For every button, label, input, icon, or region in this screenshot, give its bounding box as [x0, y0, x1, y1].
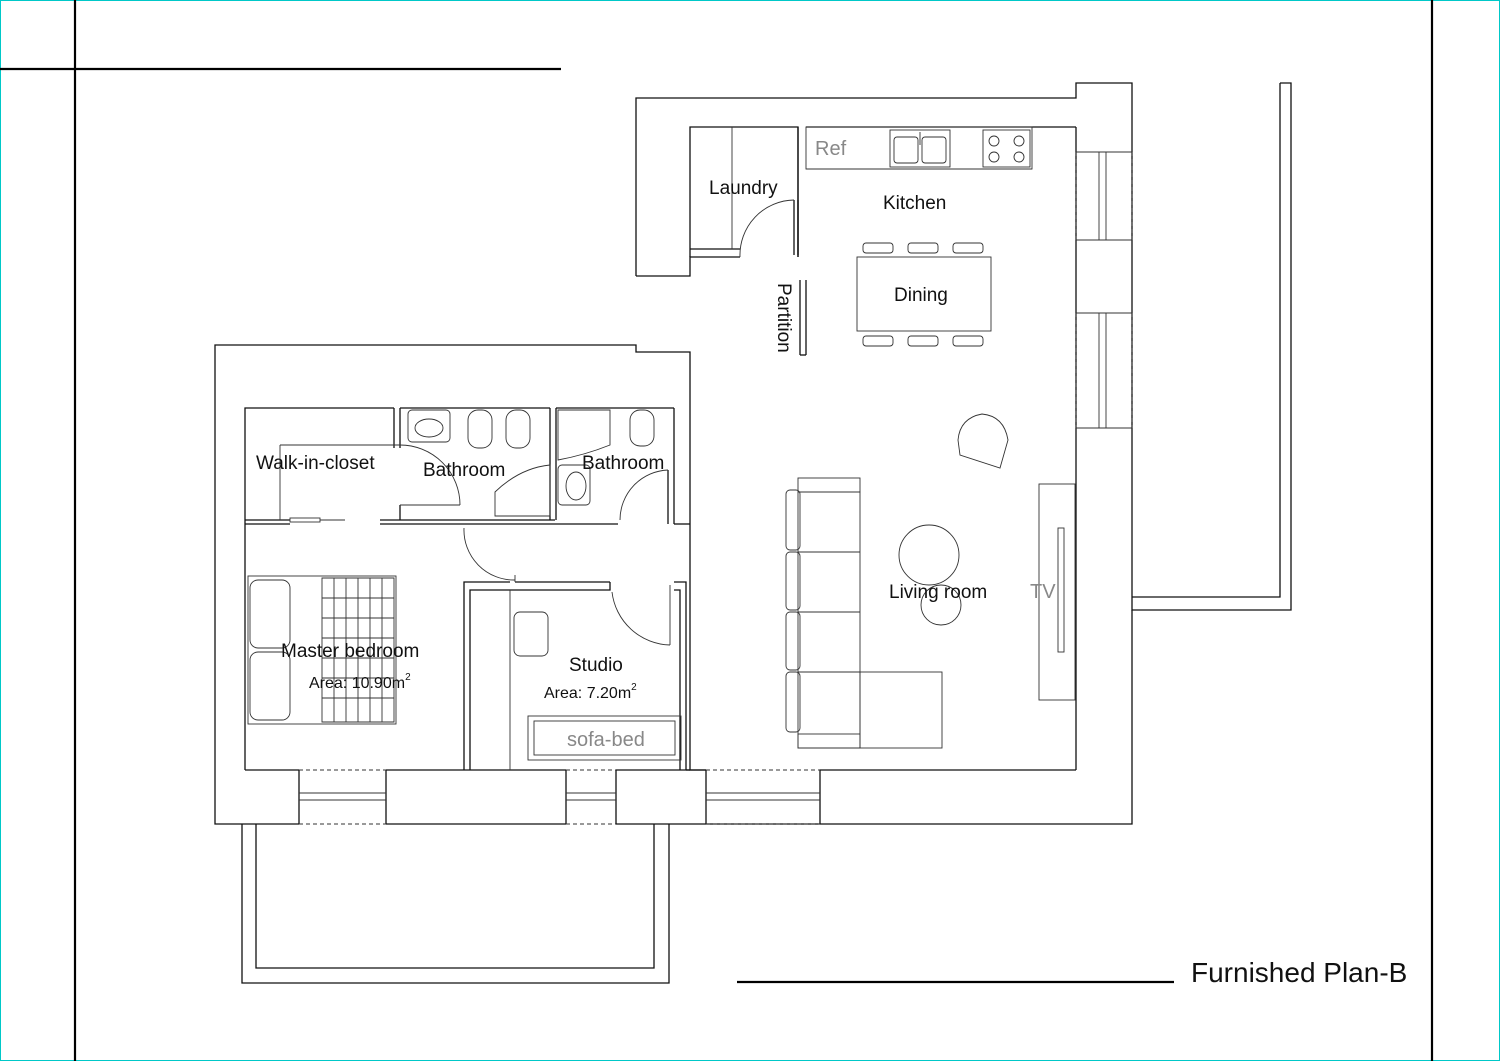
living-room-furniture [785, 413, 1076, 749]
label-walk-in-closet: Walk-in-closet [256, 453, 375, 474]
washbasin-icon [407, 409, 451, 443]
side-table [920, 584, 962, 626]
dining-table [856, 242, 992, 347]
studio-furniture [509, 590, 682, 770]
plan-title: Furnished Plan-B [1191, 957, 1407, 988]
bed [247, 575, 397, 725]
desk-chair-icon [513, 611, 549, 657]
shower-icon [494, 464, 551, 517]
label-master-bedroom: Master bedroom [281, 641, 419, 662]
toilet-icon [629, 409, 655, 447]
label-bathroom-1: Bathroom [423, 460, 505, 481]
doors [279, 199, 795, 646]
chair-icon [862, 335, 894, 347]
chair-icon [862, 242, 894, 254]
label-partition: Partition [773, 283, 794, 353]
bathroom-fixtures [407, 409, 655, 517]
tv-icon [1057, 527, 1065, 653]
chair-icon [907, 335, 939, 347]
sectional-sofa [797, 491, 861, 749]
chair-icon [907, 242, 939, 254]
tv-cabinet [1038, 483, 1076, 701]
label-ref: Ref [815, 138, 847, 160]
pillow-icon [249, 651, 291, 721]
washbasin-icon [557, 464, 591, 506]
label-sofa-bed: sofa-bed [567, 729, 645, 751]
label-studio: Studio [569, 655, 623, 676]
pillow-icon [249, 579, 291, 649]
coffee-table [898, 524, 960, 586]
exterior-walls [214, 82, 1292, 984]
bidet-icon [505, 409, 531, 449]
label-dining: Dining [894, 285, 948, 306]
interior-walls [245, 127, 807, 770]
area-studio: Area: 7.20m2 [544, 682, 637, 702]
area-master-bedroom: Area: 10.90m2 [309, 672, 411, 692]
sink-icon [889, 129, 951, 168]
label-bathroom-2: Bathroom [582, 453, 664, 474]
sheet-border [0, 0, 1434, 1061]
sofa-bed [527, 715, 682, 761]
chair-icon [952, 335, 984, 347]
label-laundry: Laundry [709, 178, 778, 199]
toilet-icon [467, 409, 493, 449]
label-kitchen: Kitchen [883, 193, 946, 214]
shower-icon [557, 409, 611, 461]
label-tv: TV [1030, 581, 1056, 603]
armchair-icon [957, 413, 1009, 469]
kitchen-fixtures [731, 126, 1033, 249]
stove-icon [982, 129, 1031, 168]
chair-icon [952, 242, 984, 254]
label-living-room: Living room [889, 582, 987, 603]
